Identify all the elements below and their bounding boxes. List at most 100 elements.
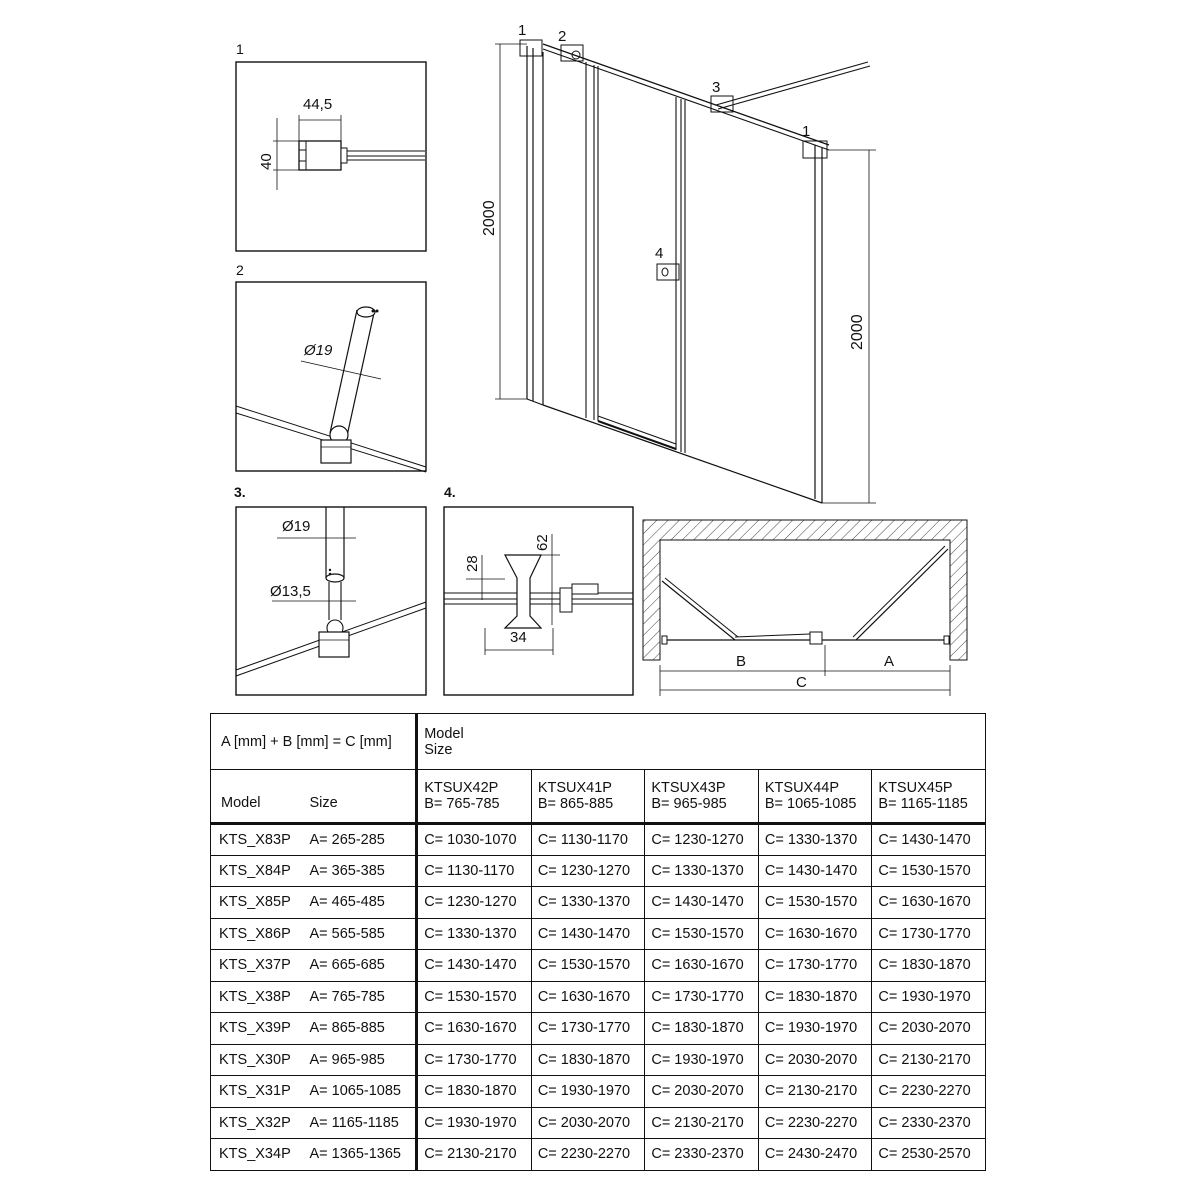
- row-c-value: C= 1230-1270: [644, 823, 759, 855]
- row-c-value: C= 1930-1970: [415, 1106, 532, 1139]
- row-c-value: C= 1930-1970: [871, 980, 986, 1013]
- row-c-value: C= 1830-1870: [415, 1075, 532, 1107]
- row-c-value: C= 1630-1670: [871, 886, 986, 918]
- row-c-value: C= 1330-1370: [415, 917, 532, 950]
- row-c-value: C= 1330-1370: [530, 886, 645, 918]
- callout-3: 3: [712, 79, 720, 96]
- row-model: KTS_X39P: [210, 1012, 304, 1044]
- model-label: Model: [210, 769, 304, 824]
- row-size: A= 365-385: [303, 854, 417, 887]
- row-c-value: C= 1530-1570: [415, 980, 532, 1013]
- row-c-value: C= 1630-1670: [530, 980, 645, 1013]
- row-size: A= 1065-1085: [303, 1075, 417, 1107]
- callout-2: 2: [558, 28, 566, 45]
- height-left: 2000: [481, 200, 498, 236]
- callout-1-right: 1: [802, 123, 810, 140]
- detail-3-label: 3.: [234, 484, 246, 500]
- detail-2-diameter: Ø19: [303, 342, 333, 359]
- row-c-value: C= 1130-1170: [530, 823, 645, 855]
- row-model: KTS_X38P: [210, 980, 304, 1013]
- detail-4-h2: 62: [534, 534, 551, 551]
- row-c-value: C= 1530-1570: [757, 886, 872, 918]
- row-c-value: C= 2230-2270: [757, 1106, 872, 1139]
- detail-1-label: 1: [236, 41, 244, 57]
- formula-cell: A [mm] + B [mm] = C [mm]: [221, 733, 392, 750]
- row-c-value: C= 2130-2170: [415, 1138, 532, 1170]
- row-size: A= 865-885: [303, 1012, 417, 1044]
- row-c-value: C= 1630-1670: [644, 949, 759, 981]
- row-size: A= 1365-1365: [303, 1138, 417, 1170]
- row-size: A= 565-585: [303, 917, 417, 950]
- row-size: A= 665-685: [303, 949, 417, 981]
- row-c-value: C= 1530-1570: [530, 949, 645, 981]
- row-c-value: C= 2030-2070: [871, 1012, 986, 1044]
- top-header-cell: Model Size: [415, 713, 986, 770]
- row-c-value: C= 1430-1470: [757, 854, 872, 887]
- row-c-value: C= 1030-1070: [415, 823, 532, 855]
- row-model: KTS_X30P: [210, 1043, 304, 1076]
- row-model: KTS_X34P: [210, 1138, 304, 1170]
- callout-4: 4: [655, 245, 663, 262]
- dimensions-table: A [mm] + B [mm] = C [mm] Model Size Mode…: [210, 713, 986, 1171]
- row-c-value: C= 1530-1570: [644, 917, 759, 950]
- row-c-value: C= 1830-1870: [871, 949, 986, 981]
- row-c-value: C= 1930-1970: [530, 1075, 645, 1107]
- detail-3-outer-diameter: Ø19: [282, 518, 310, 535]
- row-c-value: C= 1430-1470: [415, 949, 532, 981]
- size-label: Size: [303, 769, 417, 824]
- row-c-value: C= 2130-2170: [757, 1075, 872, 1107]
- row-size: A= 765-785: [303, 980, 417, 1013]
- detail-4-h1: 28: [464, 555, 481, 572]
- row-model: KTS_X84P: [210, 854, 304, 887]
- row-c-value: C= 2330-2370: [871, 1106, 986, 1139]
- row-c-value: C= 1730-1770: [415, 1043, 532, 1076]
- row-model: KTS_X31P: [210, 1075, 304, 1107]
- row-c-value: C= 1230-1270: [530, 854, 645, 887]
- plan-dim-a: A: [884, 653, 894, 670]
- row-c-value: C= 1730-1770: [871, 917, 986, 950]
- row-c-value: C= 2230-2270: [871, 1075, 986, 1107]
- row-c-value: C= 2430-2470: [757, 1138, 872, 1170]
- row-c-value: C= 1930-1970: [757, 1012, 872, 1044]
- row-size: A= 265-285: [303, 823, 417, 855]
- row-c-value: C= 1430-1470: [871, 823, 986, 855]
- row-c-value: C= 1530-1570: [871, 854, 986, 887]
- row-size: A= 465-485: [303, 886, 417, 918]
- row-c-value: C= 1430-1470: [530, 917, 645, 950]
- row-model: KTS_X85P: [210, 886, 304, 918]
- row-model: KTS_X86P: [210, 917, 304, 950]
- row-model: KTS_X32P: [210, 1106, 304, 1139]
- row-c-value: C= 1730-1770: [530, 1012, 645, 1044]
- row-c-value: C= 2330-2370: [644, 1138, 759, 1170]
- top-model-label: Model: [424, 725, 464, 742]
- row-model: KTS_X37P: [210, 949, 304, 981]
- row-model: KTS_X83P: [210, 823, 304, 855]
- row-c-value: C= 2130-2170: [871, 1043, 986, 1076]
- row-c-value: C= 1630-1670: [757, 917, 872, 950]
- row-c-value: C= 2030-2070: [757, 1043, 872, 1076]
- plan-dim-c: C: [796, 674, 807, 691]
- plan-dim-b: B: [736, 653, 746, 670]
- row-c-value: C= 2030-2070: [644, 1075, 759, 1107]
- row-c-value: C= 1430-1470: [644, 886, 759, 918]
- row-c-value: C= 1730-1770: [644, 980, 759, 1013]
- detail-3-inner-diameter: Ø13,5: [270, 583, 311, 600]
- row-c-value: C= 1830-1870: [757, 980, 872, 1013]
- row-c-value: C= 1930-1970: [644, 1043, 759, 1076]
- row-c-value: C= 2530-2570: [871, 1138, 986, 1170]
- row-c-value: C= 2130-2170: [644, 1106, 759, 1139]
- row-c-value: C= 1730-1770: [757, 949, 872, 981]
